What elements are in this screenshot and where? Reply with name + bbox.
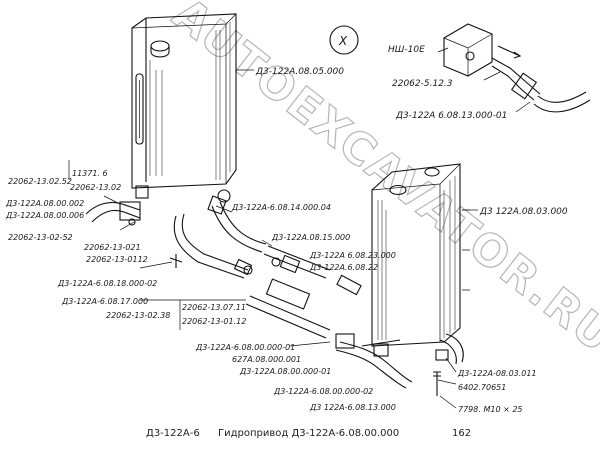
caption-page: 162: [452, 428, 471, 439]
label-03-011: Д3-122А-08.03.011: [457, 369, 537, 378]
label-22062-13-0112: 22062-13-0112: [86, 255, 148, 264]
label-22062-13-021: 22062-13-021: [84, 243, 141, 252]
caption-model: Д3-122А-6: [146, 428, 200, 439]
leader-lines: [68, 47, 531, 409]
label-pipe-23: Д3-122А 6.08.23.000: [309, 251, 396, 260]
pipe-network: [173, 201, 464, 389]
caption-title: Гидропривод Д3-122А-6.08.00.000: [218, 428, 399, 439]
label-pipe-13: Д3 122А-6.08.13.000: [309, 403, 396, 412]
label-pipe-15: Д3-122А.08.15.000: [271, 233, 350, 242]
label-fitting-5123: 22062-5.12.3: [392, 79, 453, 89]
label-dz-08-00-002: Д3-122А.08.00.002: [5, 199, 84, 208]
label-tube-c: Д3-122А-6.08.00.000-02: [273, 387, 373, 396]
label-pipe-22: Д3-122А.6.08.22: [309, 263, 378, 272]
label-pipe-18: Д3-122А-6.08.18.000-02: [57, 279, 157, 288]
label-11371: 11371. 6: [72, 169, 108, 178]
section-mark-circle: [329, 25, 359, 55]
fittings: [85, 195, 449, 396]
label-22062-13-02: 22062-13.02: [70, 183, 121, 192]
label-22062-13-02-52b: 22062-13-02-52: [8, 233, 73, 242]
label-pump-nsh: НШ-10Е: [388, 45, 425, 55]
label-hose-top: Д3-122А 6.08.13.000-01: [395, 111, 507, 121]
section-mark-label: X: [338, 34, 348, 48]
tank-right: [371, 163, 470, 347]
label-tube-b: Д3-122А.08.00.000-01: [239, 367, 331, 376]
label-pipe-14: Д3-122А-6.08.14.000.04: [231, 203, 331, 212]
label-627a: 627А.08.000.001: [232, 355, 301, 364]
label-tube-a: Д3-122А-6.08.00.000-01: [195, 343, 295, 352]
label-pipe-17: Д3-122А-6.08.17.000: [61, 297, 148, 306]
tank-left: [131, 13, 237, 203]
label-22062-13-01-12: 22062-13-01.12: [182, 317, 246, 326]
label-bolt: 7798. М10 × 25: [458, 405, 523, 414]
pump-nsh10e: [443, 23, 591, 113]
label-22062-13-07-11: 22062-13.07.11: [182, 303, 246, 312]
label-tank-right: Д3 122А.08.03.000: [479, 207, 568, 217]
label-22062-13-02-38: 22062-13-02.38: [106, 311, 170, 320]
label-6402: 6402.70651: [458, 383, 506, 392]
label-22062-13-02-52: 22062-13.02.52: [8, 177, 72, 186]
label-dz-08-00-006: Д3-122А.08.00.006: [5, 211, 84, 220]
label-tank-top: Д3-122А.08.05.000: [255, 67, 344, 77]
